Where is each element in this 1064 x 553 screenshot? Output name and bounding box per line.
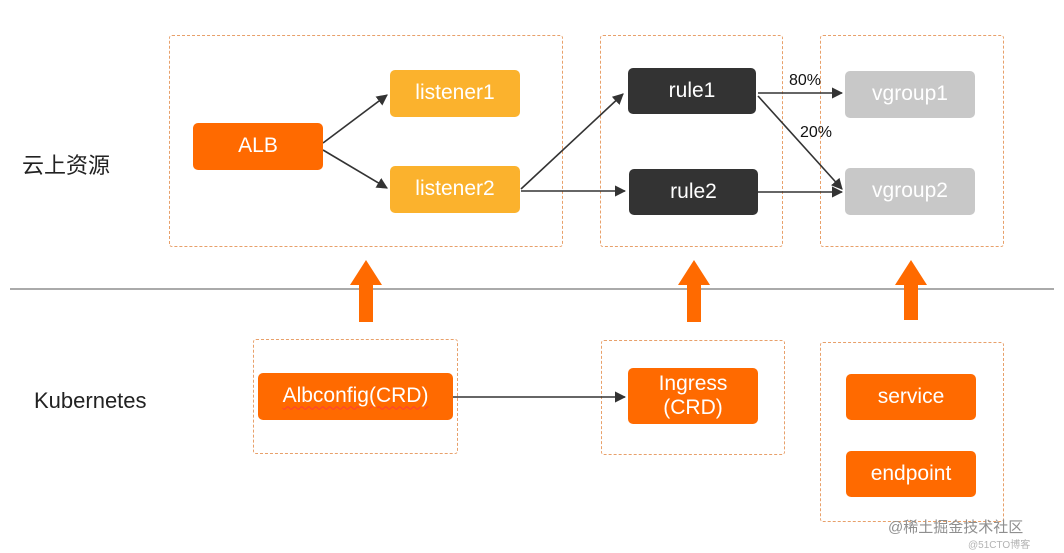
vgroup1-node: vgroup1	[845, 71, 975, 118]
albconfig-label: Albconfig(CRD)	[282, 384, 429, 408]
listener1-node: listener1	[390, 70, 520, 117]
section-label-cloud: 云上资源	[22, 153, 111, 178]
up-arrow-ingress-to-rules	[678, 260, 710, 322]
up-arrow-service-to-vgroups	[895, 260, 927, 320]
service-node: service	[846, 374, 976, 420]
service-group-box	[820, 342, 1004, 522]
listener2-node: listener2	[390, 166, 520, 213]
ingress-node: Ingress (CRD)	[628, 368, 758, 424]
arrow-rule1-to-vgroup2	[757, 95, 843, 190]
alb-group-box	[169, 35, 563, 247]
vgroup2-node: vgroup2	[845, 168, 975, 215]
watermark-subtext: @51CTO博客	[968, 540, 1031, 551]
weight-label-20: 20%	[800, 124, 833, 141]
alb-node: ALB	[193, 123, 323, 170]
endpoint-node: endpoint	[846, 451, 976, 497]
section-label-kubernetes: Kubernetes	[34, 388, 147, 413]
albconfig-node: Albconfig(CRD)	[258, 373, 453, 420]
ingress-label-line1: Ingress	[658, 371, 728, 395]
rules-group-box	[600, 35, 783, 247]
ingress-label-line2: (CRD)	[663, 396, 723, 419]
weight-label-80: 80%	[789, 72, 822, 89]
up-arrow-albconfig-to-alb	[350, 260, 382, 322]
vgroups-group-box	[820, 35, 1004, 247]
arrow-listener2-to-rule1	[520, 93, 624, 190]
rule1-node: rule1	[628, 68, 756, 114]
arrow-alb-to-listener2	[322, 149, 388, 189]
watermark-text: @稀土掘金技术社区	[888, 519, 1024, 536]
arrow-alb-to-listener1	[322, 94, 388, 144]
rule2-node: rule2	[629, 169, 758, 215]
